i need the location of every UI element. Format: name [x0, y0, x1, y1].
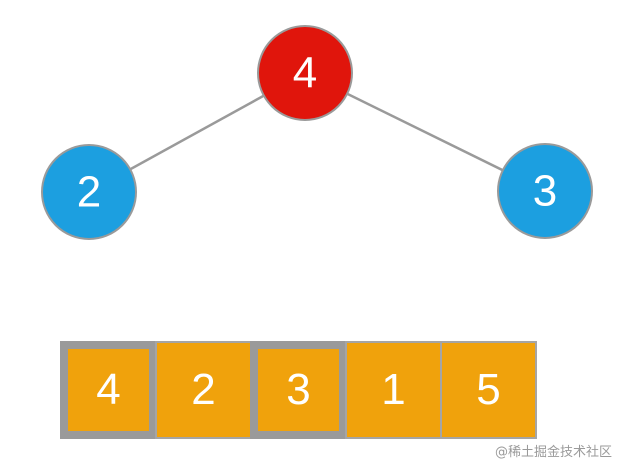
tree-node-root-label: 4: [293, 49, 317, 98]
tree-node-root-circle: [257, 25, 353, 121]
array-cell-2: 3: [250, 341, 347, 439]
heap-array: 4 2 3 1 5: [60, 341, 537, 439]
array-cell-4: 5: [440, 341, 537, 439]
tree-node-root: 4: [257, 25, 353, 121]
tree-node-right: 3: [497, 143, 593, 239]
array-cell-value: 5: [476, 365, 501, 414]
array-cell-value: 3: [286, 365, 311, 414]
tree-node-right-circle: [497, 143, 593, 239]
array-cell-0: 4: [60, 341, 157, 439]
tree-node-right-label: 3: [533, 167, 557, 216]
array-cell-value: 1: [381, 365, 406, 414]
array-cell-1: 2: [155, 341, 252, 439]
tree-node-left: 2: [41, 144, 137, 240]
tree-node-left-circle: [41, 144, 137, 240]
array-cell-value: 4: [96, 365, 121, 414]
array-cell-3: 1: [345, 341, 442, 439]
watermark: @稀土掘金技术社区: [494, 445, 612, 460]
tree-node-left-label: 2: [77, 168, 101, 217]
array-cell-value: 2: [191, 365, 216, 414]
